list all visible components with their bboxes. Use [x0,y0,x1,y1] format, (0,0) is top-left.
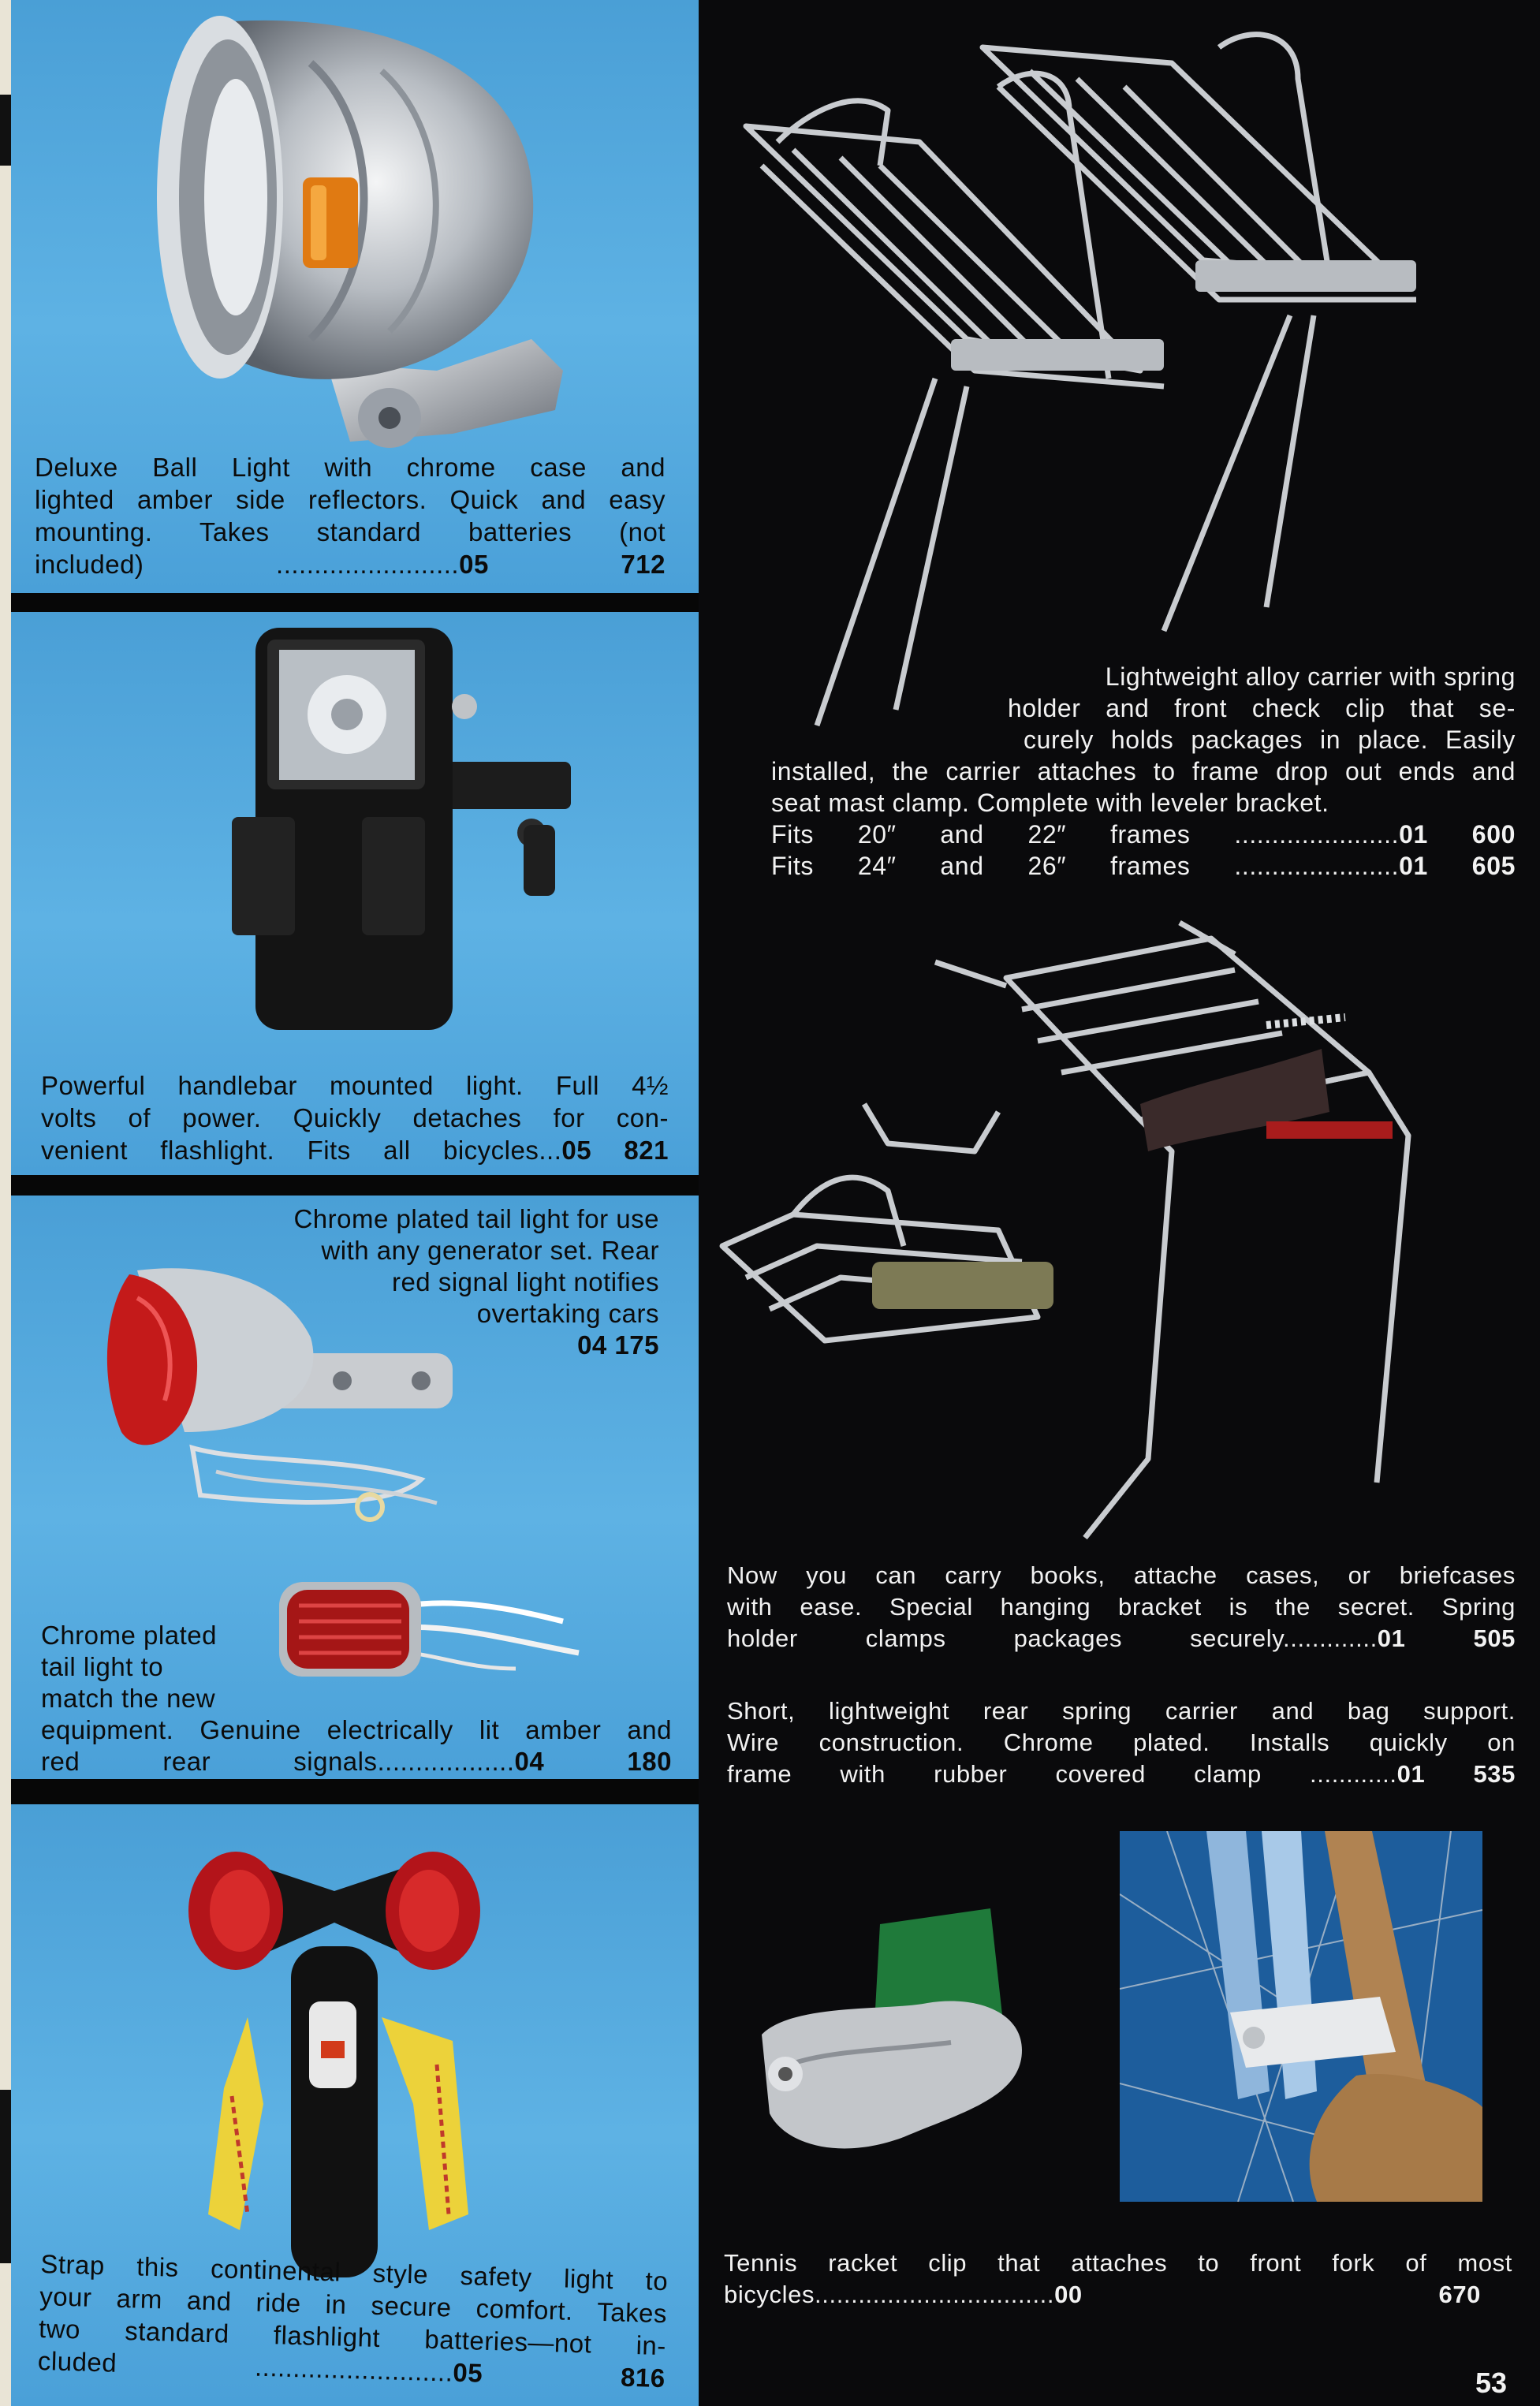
strap-light-icon [188,1852,480,2277]
text-line-lead: venient flashlight. Fits all bicycles... [41,1136,562,1165]
catalog-number: 05 821 [561,1136,669,1165]
fit-label: Fits 24″ and 26″ frames ................… [771,852,1400,880]
lights-column: Deluxe Ball Light with chrome case and l… [11,0,699,2406]
catalog-number: 01 505 [1377,1625,1516,1652]
catalog-number: 05 712 [459,550,666,579]
handlebar-light-icon [232,628,571,1030]
catalog-number: 01 600 [1399,820,1516,849]
fit-label: Fits 20″ and 22″ frames ................… [771,820,1400,849]
text-line: holder clamps packages securely.........… [727,1623,1516,1654]
text-line: Chrome plated [41,1621,217,1650]
text-line: frame with rubber covered clamp ........… [727,1759,1516,1790]
text-line: bicycles................................… [724,2279,1481,2311]
text-line: red rear signals..................04 180 [41,1746,672,1777]
handlebar-light-description: Powerful handlebar mounted light. Full 4… [41,1069,669,1166]
text-line-lead: holder clamps packages securely.........… [727,1625,1378,1652]
text-line-lead: frame with rubber covered clamp ........… [727,1760,1397,1788]
text-line: Chrome plated tail light for use [293,1204,659,1233]
text-line: red signal light notifies [391,1267,659,1296]
catalog-number: 04 175 [577,1330,659,1360]
fit-line: Fits 24″ and 26″ frames ................… [771,850,1516,882]
tennis-clip-description: Tennis racket clip that attaches to fron… [724,2247,1512,2311]
page-number: 53 [1475,2367,1507,2399]
text-line: Tennis racket clip that attaches to fron… [724,2249,1512,2277]
text-line: mounting. Takes standard batteries (not [35,517,666,546]
text-line: match the new [41,1684,216,1713]
text-line-lead: included) ........................ [35,550,460,579]
catalog-number: 01 605 [1399,852,1516,880]
catalog-number: 01 535 [1396,1760,1516,1788]
alloy-carrier-description: Lightweight alloy carrier with spring ho… [771,661,1516,882]
ball-light-panel: Deluxe Ball Light with chrome case and l… [11,0,699,593]
strap-light-description: Strap this continental style safety ligh… [37,2247,668,2394]
page-edge [0,0,11,2406]
carriers-column: Lightweight alloy carrier with spring ho… [699,0,1540,2406]
fit-line: Fits 20″ and 22″ frames ................… [771,819,1516,850]
edge-mark [0,2090,11,2263]
briefcase-carrier-description: Now you can carry books, attache cases, … [727,1560,1516,1654]
text-line: tail light to [41,1652,164,1681]
text-line: venient flashlight. Fits all bicycles...… [41,1134,669,1166]
tail-light-small-icon [279,1582,580,1677]
strap-light-panel: Strap this continental style safety ligh… [11,1804,699,2406]
text-line: Short, lightweight rear spring carrier a… [727,1697,1516,1725]
text-line: overtaking cars [476,1299,659,1328]
ball-light-icon [157,16,563,448]
catalog-number: 00 670 [1054,2281,1481,2308]
text-line: with any generator set. Rear [321,1236,659,1265]
tennis-racket-photo-icon [1120,1831,1482,2202]
briefcase-carrier-icon [719,920,1411,1540]
text-line: lighted amber side reflectors. Quick and… [35,485,666,514]
edge-mark [0,95,11,166]
spring-carrier-description: Short, lightweight rear spring carrier a… [727,1695,1516,1790]
text-line: holder and front check clip that se- [1008,694,1516,722]
text-line: volts of power. Quickly detaches for con… [41,1103,669,1132]
text-line: equipment. Genuine electrically lit ambe… [41,1715,672,1744]
tail-light-chrome-description: Chrome plated tail light for use with an… [169,1203,659,1361]
catalog-number: 04 180 [514,1747,672,1776]
alloy-carrier-icon [743,32,1416,727]
handlebar-light-panel: Powerful handlebar mounted light. Full 4… [11,612,699,1175]
text-line: with ease. Special hanging bracket is th… [727,1593,1516,1621]
tail-light-panel: Chrome plated tail light for use with an… [11,1196,699,1779]
tail-light-icon [106,1268,453,1522]
text-line: Lightweight alloy carrier with spring [1105,662,1516,691]
ball-light-description: Deluxe Ball Light with chrome case and l… [35,451,666,580]
text-line: holder and front check clip that se- [771,692,1516,724]
text-line: Wire construction. Chrome plated. Instal… [727,1729,1516,1756]
text-line: Powerful handlebar mounted light. Full 4… [41,1071,669,1100]
tennis-clip-icon [762,1908,1022,2149]
text-line-lead: bicycles................................… [724,2281,1055,2308]
tail-light-match-description: Chrome plated tail light to match the ne… [41,1620,672,1777]
text-line-lead: red rear signals.................. [41,1747,515,1776]
text-line: curely holds packages in place. Easily [1024,726,1516,754]
text-line: included) ........................05 712 [35,548,666,580]
text-line: Now you can carry books, attache cases, … [727,1561,1516,1589]
catalog-number: 05 816 [452,2357,666,2393]
text-line: seat mast clamp. Complete with leveler b… [771,789,1329,817]
text-line: Deluxe Ball Light with chrome case and [35,453,666,482]
text-line: curely holds packages in place. Easily [771,724,1516,755]
text-line: installed, the carrier attaches to frame… [771,757,1516,785]
